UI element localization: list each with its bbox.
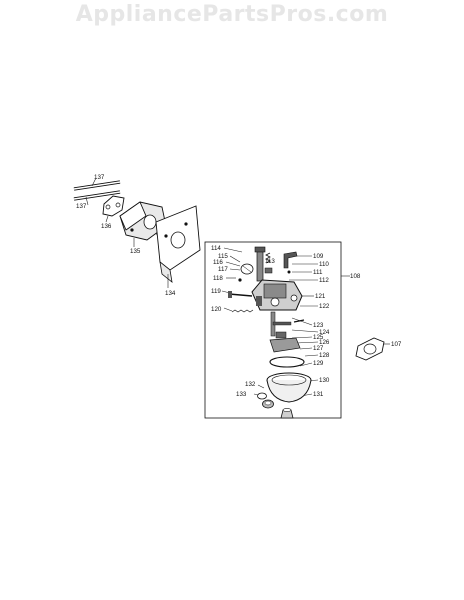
callout-128: 128: [319, 352, 330, 359]
main-nozzle-122: [270, 311, 292, 337]
screw-118: [238, 278, 242, 282]
callout-136: 136: [101, 223, 112, 230]
callout-137-lower: 137: [76, 203, 87, 210]
screw-111: [287, 270, 291, 274]
screw-133: [262, 399, 274, 409]
callout-133: 133: [236, 391, 247, 398]
callout-117: 117: [218, 266, 228, 273]
throttle-plate-116: [240, 263, 254, 275]
callout-125: 125: [313, 334, 324, 341]
callout-129: 129: [313, 360, 324, 367]
callout-127: 127: [313, 345, 324, 352]
washer-132: [257, 392, 267, 400]
callout-131: 131: [313, 391, 324, 398]
callout-115: 115: [218, 253, 228, 260]
pin-122: [293, 319, 305, 323]
callout-114: 114: [211, 245, 221, 252]
callout-123: 123: [313, 322, 324, 329]
callout-109: 109: [313, 253, 324, 260]
float-127: [269, 331, 301, 353]
stud-upper: [73, 180, 121, 191]
callout-119: 119: [211, 288, 221, 295]
callout-107: 107: [391, 341, 402, 348]
choke-lever-114: [254, 246, 266, 282]
site-watermark: AppliancePartsPros.com: [75, 2, 389, 27]
callout-134: 134: [165, 290, 176, 297]
float-bowl-gasket-128: [269, 356, 305, 368]
float-bowl-130: [266, 372, 312, 403]
callout-121: 121: [315, 293, 326, 300]
callout-137-upper: 137: [94, 174, 105, 181]
callout-124: 124: [319, 329, 330, 336]
callout-126: 126: [319, 339, 330, 346]
spring-113: [264, 252, 273, 274]
callout-135: 135: [130, 248, 141, 255]
throttle-lever-109: [283, 251, 298, 269]
idle-screw-119: [228, 291, 253, 298]
spring-120: [231, 309, 254, 313]
callout-130: 130: [319, 377, 330, 384]
callout-108: 108: [350, 273, 361, 280]
carburetor-body-121: [251, 279, 303, 311]
bowl-bolt-131: [280, 408, 294, 419]
heat-shield-134: [155, 205, 201, 283]
callout-120: 120: [211, 306, 222, 313]
carburetor-spacer-135: [119, 201, 167, 241]
callout-132: 132: [245, 381, 256, 388]
callout-122: 122: [319, 303, 330, 310]
callout-112: 112: [319, 277, 329, 284]
stud-lower: [73, 190, 121, 201]
gasket-107: [355, 337, 385, 361]
gasket-136: [102, 195, 125, 217]
callout-111: 111: [313, 269, 323, 276]
callout-110: 110: [319, 261, 329, 268]
assembly-box-108: [204, 241, 342, 419]
callout-113: 113: [265, 258, 275, 265]
callout-116: 116: [213, 259, 223, 266]
callout-118: 118: [213, 275, 223, 282]
